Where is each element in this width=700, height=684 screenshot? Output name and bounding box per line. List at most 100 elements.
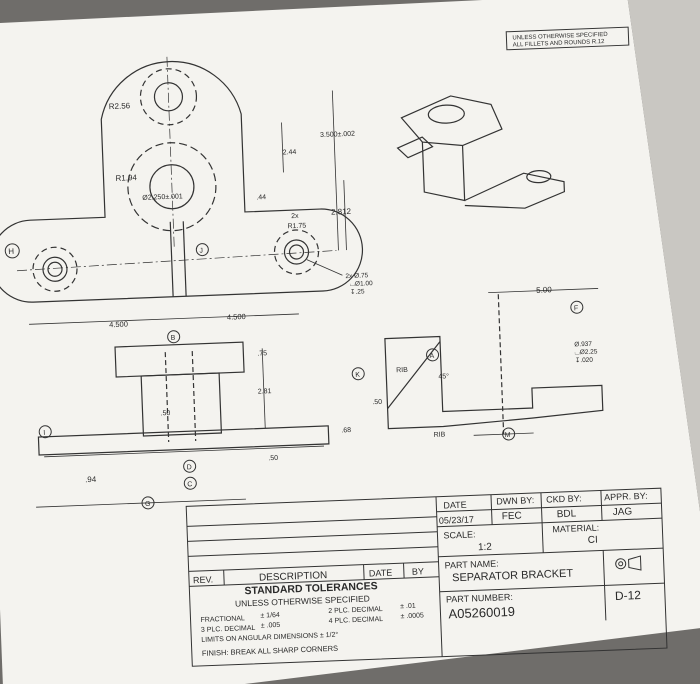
iso-body [421,142,466,202]
right-boss-circle [273,229,320,275]
note-line-2: ALL FILLETS AND ROUNDS R.12 [513,39,606,49]
callout-b: B [167,330,181,344]
top-centerline-v [166,56,175,247]
dim-94: .94 [85,475,97,484]
appr-header: APPR. BY: [604,491,648,503]
svg-text:G: G [145,501,151,508]
description-header: DESCRIPTION [259,570,328,584]
scale-label: SCALE: [443,529,475,540]
side-view [384,288,604,436]
rib-label-bottom: RIB [434,431,446,438]
dim-244: 2.44 [283,149,297,157]
front-hidden-1 [164,352,170,443]
dim-2812: 2.812 [331,207,352,217]
note-line-1: UNLESS OTHERWISE SPECIFIED [512,32,608,42]
dim-75: .75 [257,350,267,357]
callout-m: M [502,427,516,441]
part-number-label: PART NUMBER: [446,592,513,605]
web-line-left [169,221,174,297]
date-value: 05/23/17 [439,514,474,525]
dim-500-line [488,288,599,294]
svg-text:J: J [199,248,203,255]
cb-callout-3: ↧.020 [575,356,594,365]
top-centerline-h [16,250,337,272]
callout-j: J [195,243,209,257]
dim-44: .44 [256,194,266,201]
callout-f: F [570,300,584,314]
dim-m-line [473,432,534,436]
dim-side-50: .50 [372,399,382,406]
dec4-tol: ± .0005 [400,612,424,620]
hole-leader [306,259,343,276]
left-hole-outer [42,256,68,282]
dec2-label: 2 PLC. DECIMAL [328,606,383,615]
dim-4500-right: 4.500 [227,312,246,322]
svg-text:B: B [171,335,176,342]
svg-text:A: A [429,353,434,360]
dim-4500-left-line [29,318,177,325]
part-name-value: SEPARATOR BRACKET [452,568,574,585]
front-body [140,372,223,437]
title-block [185,487,668,667]
dim-500: 5.00 [536,285,552,295]
dim-r175: R1.75 [287,223,306,231]
dim-50-left: .50 [160,410,170,417]
dwn-header: DWN BY: [496,495,534,506]
dim-3500: 3.500±.002 [320,131,355,139]
paper-shadow [626,0,700,684]
front-hidden-2 [191,351,197,442]
callout-h: H [4,243,20,259]
dec2-tol: ± .01 [400,603,416,611]
dim-g-line [36,498,246,508]
cb-callout-1: Ø.937 [574,341,592,349]
rev-header: REV. [193,574,214,585]
by-header: BY [412,566,424,576]
top-view [0,56,364,325]
callout-k: K [351,367,365,381]
svg-text:C: C [187,481,192,488]
right-hole-outer [283,239,310,265]
left-hole-inner [47,261,63,277]
side-hidden [497,294,505,435]
rib-label-top: RIB [396,367,408,374]
side-outline [384,335,604,430]
hole-callout-1: 2x Ø.75 [345,272,368,280]
callout-g: G [141,496,155,510]
svg-text:D: D [187,464,192,471]
material-label: MATERIAL: [552,523,599,535]
dwn-value: FEC [502,511,522,523]
dim-2-812-line [343,180,347,251]
appr-value: JAG [613,506,633,518]
dec4-label: 4 PLC. DECIMAL [329,616,384,625]
sheet-number: D-12 [615,588,642,603]
dim-4500-right-line [176,313,299,320]
std-tolerances-title: STANDARD TOLERANCES [244,580,378,597]
ckd-value: BDL [557,508,577,520]
callout-d: D [183,459,197,473]
dec3-label: 3 PLC. DECIMAL [201,625,256,634]
right-hole-inner [288,244,305,260]
rib-angle: 45° [438,372,449,380]
front-base [37,425,330,456]
dec3-tol: ± .005 [261,622,281,630]
part-number-value: A05260019 [448,604,515,622]
dim-r194: R1.94 [115,173,137,183]
top-view-outline [0,60,364,303]
iso-side-lug [396,136,434,159]
material-value: CI [588,535,598,546]
cb-callout-2: ⌴Ø2.25 [574,348,598,356]
general-note-box: UNLESS OTHERWISE SPECIFIED ALL FILLETS A… [505,26,630,51]
callout-i: I [38,425,52,439]
hole-callout-2: ⌴Ø1.00 [350,280,374,288]
date-col-header: DATE [369,568,393,579]
svg-text:K: K [355,372,360,379]
iso-arm-hole [526,170,552,184]
side-rib [387,341,441,409]
iso-arm [464,172,566,209]
svg-text:H: H [8,247,14,256]
svg-text:I: I [43,430,45,437]
ckd-header: CKD BY: [546,493,582,504]
